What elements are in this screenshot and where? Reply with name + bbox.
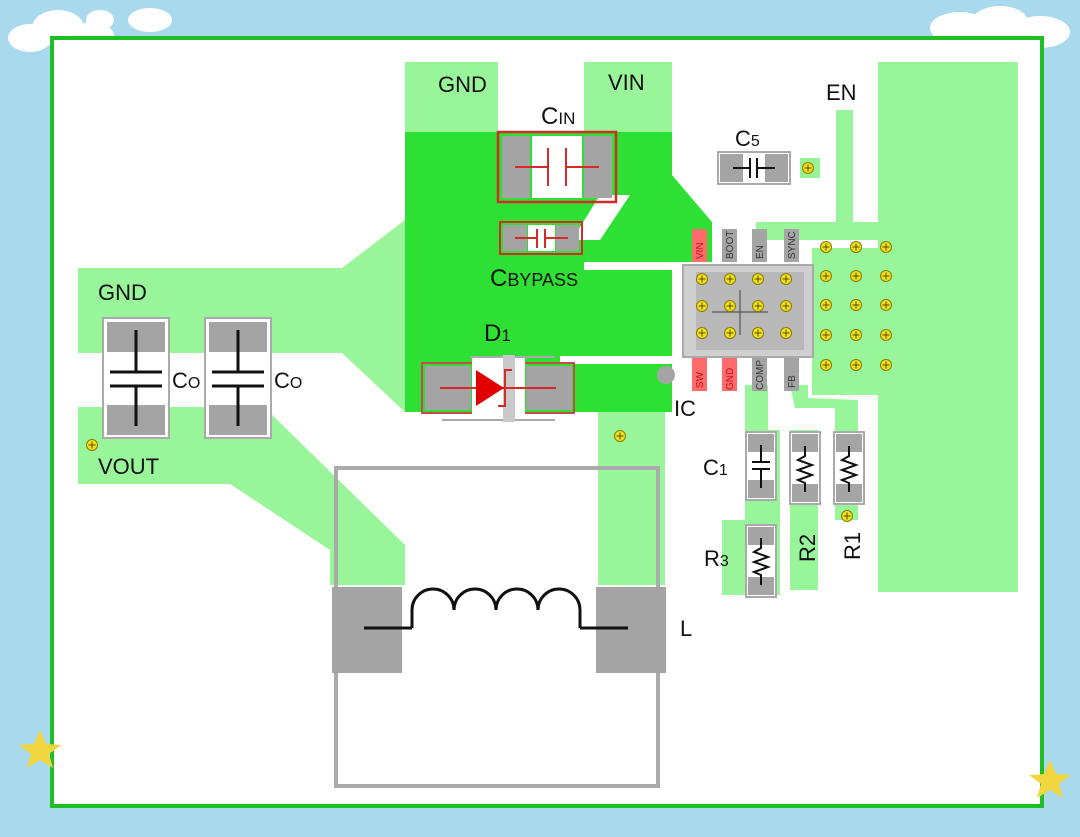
via <box>820 359 832 371</box>
pin-label-vin: VIN <box>695 242 706 259</box>
net-label-vin: VIN <box>608 70 645 95</box>
via <box>850 329 862 341</box>
r3-label: R3 <box>704 546 729 571</box>
via <box>724 327 736 339</box>
via <box>880 270 892 282</box>
net-label-gnd-left: GND <box>98 280 147 305</box>
copper-dark-areas <box>405 132 712 412</box>
co-label-2: CO <box>274 368 302 393</box>
r1-resistor <box>833 431 865 505</box>
via <box>850 299 862 311</box>
cbypass-capacitor <box>499 221 583 255</box>
via <box>850 359 862 371</box>
net-label-en: EN <box>826 80 857 105</box>
via <box>820 270 832 282</box>
via <box>880 299 892 311</box>
r2-resistor <box>789 431 821 505</box>
co-label-1: CO <box>172 368 200 393</box>
via <box>850 241 862 253</box>
inductor-l <box>332 466 666 788</box>
via <box>696 300 708 312</box>
star-decoration-right <box>1029 760 1071 798</box>
via <box>724 300 736 312</box>
c5-label: C5 <box>735 126 760 151</box>
r2-label: R2 <box>795 534 820 562</box>
d1-diode <box>421 355 575 422</box>
c1-label: C1 <box>703 455 728 480</box>
via <box>752 300 764 312</box>
via <box>752 273 764 285</box>
cin-label: CIN <box>541 103 575 130</box>
via <box>724 273 736 285</box>
via <box>880 359 892 371</box>
ic-pins-top: VIN BOOT EN SYNC <box>692 229 799 262</box>
pin-label-comp: COMP <box>755 360 766 390</box>
via <box>820 299 832 311</box>
via <box>780 300 792 312</box>
via <box>850 270 862 282</box>
via <box>880 241 892 253</box>
star-decoration-left <box>19 730 61 768</box>
via <box>696 273 708 285</box>
pin-label-boot: BOOT <box>725 231 736 259</box>
via <box>880 329 892 341</box>
cin-capacitor <box>496 130 618 204</box>
pin-label-gnd: GND <box>725 368 736 390</box>
d1-label: D1 <box>484 320 511 347</box>
net-label-gnd-top: GND <box>438 72 487 97</box>
co-capacitor-1 <box>102 317 170 439</box>
via <box>780 273 792 285</box>
pin-label-en: EN <box>755 245 766 259</box>
c5-capacitor <box>717 151 791 185</box>
via <box>752 327 764 339</box>
via <box>780 327 792 339</box>
ic-pins-bottom: SW GND COMP FB <box>692 358 799 391</box>
copper-light-areas <box>78 62 1018 595</box>
via <box>696 327 708 339</box>
via <box>820 329 832 341</box>
ic-label: IC <box>674 396 696 421</box>
inductor-label: L <box>680 616 692 641</box>
net-label-vout: VOUT <box>98 454 159 479</box>
r3-resistor <box>745 524 777 598</box>
cbypass-label: CBYPASS <box>490 265 578 292</box>
r1-label: R1 <box>840 532 865 560</box>
pin-label-sync: SYNC <box>787 231 798 259</box>
copper-gaps <box>560 195 680 364</box>
co-capacitor-2 <box>204 317 272 439</box>
via <box>820 241 832 253</box>
pin-label-fb: FB <box>787 375 798 388</box>
pin-label-sw: SW <box>695 371 706 388</box>
c1-capacitor <box>745 431 777 501</box>
